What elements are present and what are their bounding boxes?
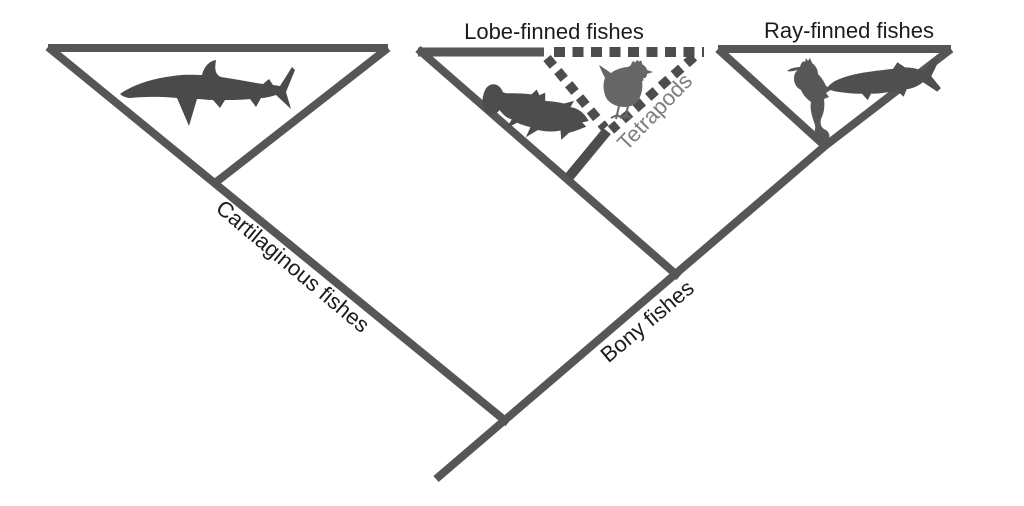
lobe-finned-branch (415, 45, 682, 281)
ray-finned-label: Ray-finned fishes (764, 18, 934, 43)
tetrapods-stem-branch (565, 127, 611, 181)
bony-fishes-label: Bony fishes (596, 275, 699, 367)
tetrapods-dashed-left-edge (543, 54, 609, 132)
cartilaginous-triangle-right-edge (212, 44, 391, 187)
coelacanth-icon (482, 84, 589, 140)
cartilaginous-label: Cartilaginous fishes (211, 195, 374, 338)
lobe-finned-label: Lobe-finned fishes (464, 19, 644, 44)
ray-finned-fish-icon (827, 58, 941, 101)
cartilaginous-branch (45, 43, 511, 427)
seahorse-icon (787, 58, 832, 143)
ray-finned-triangle-left-edge (715, 46, 828, 149)
chicken-legs (610, 105, 632, 120)
animal-silhouettes (120, 58, 941, 143)
shark-icon (120, 60, 295, 126)
chicken-icon (599, 60, 653, 120)
labels: Lobe-finned fishes Ray-finned fishes Car… (211, 18, 934, 367)
